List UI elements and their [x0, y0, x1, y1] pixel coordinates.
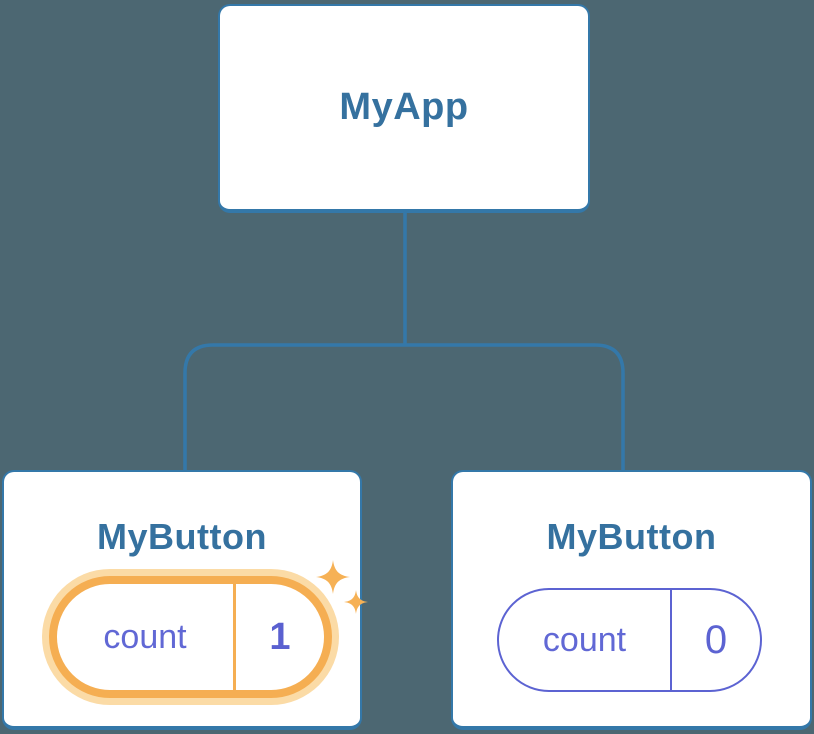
tree-node-mybutton-right: MyButton count 0	[451, 470, 812, 730]
state-pill-highlighted: count 1	[49, 576, 332, 698]
tree-node-myapp: MyApp	[218, 4, 590, 213]
node-label-myapp: MyApp	[339, 86, 469, 128]
node-label-mybutton-right: MyButton	[546, 516, 717, 557]
state-value: 0	[704, 617, 728, 662]
state-key-label: count	[542, 620, 627, 659]
tree-node-mybutton-left: MyButton count 1	[2, 470, 368, 730]
state-key-label: count	[103, 617, 187, 656]
pill-divider	[670, 590, 672, 690]
node-label-mybutton-left: MyButton	[97, 516, 267, 557]
state-value: 1	[269, 615, 291, 658]
sparkles-icon	[316, 560, 368, 614]
state-pill-normal: count 0	[497, 588, 762, 692]
pill-divider	[233, 584, 236, 690]
